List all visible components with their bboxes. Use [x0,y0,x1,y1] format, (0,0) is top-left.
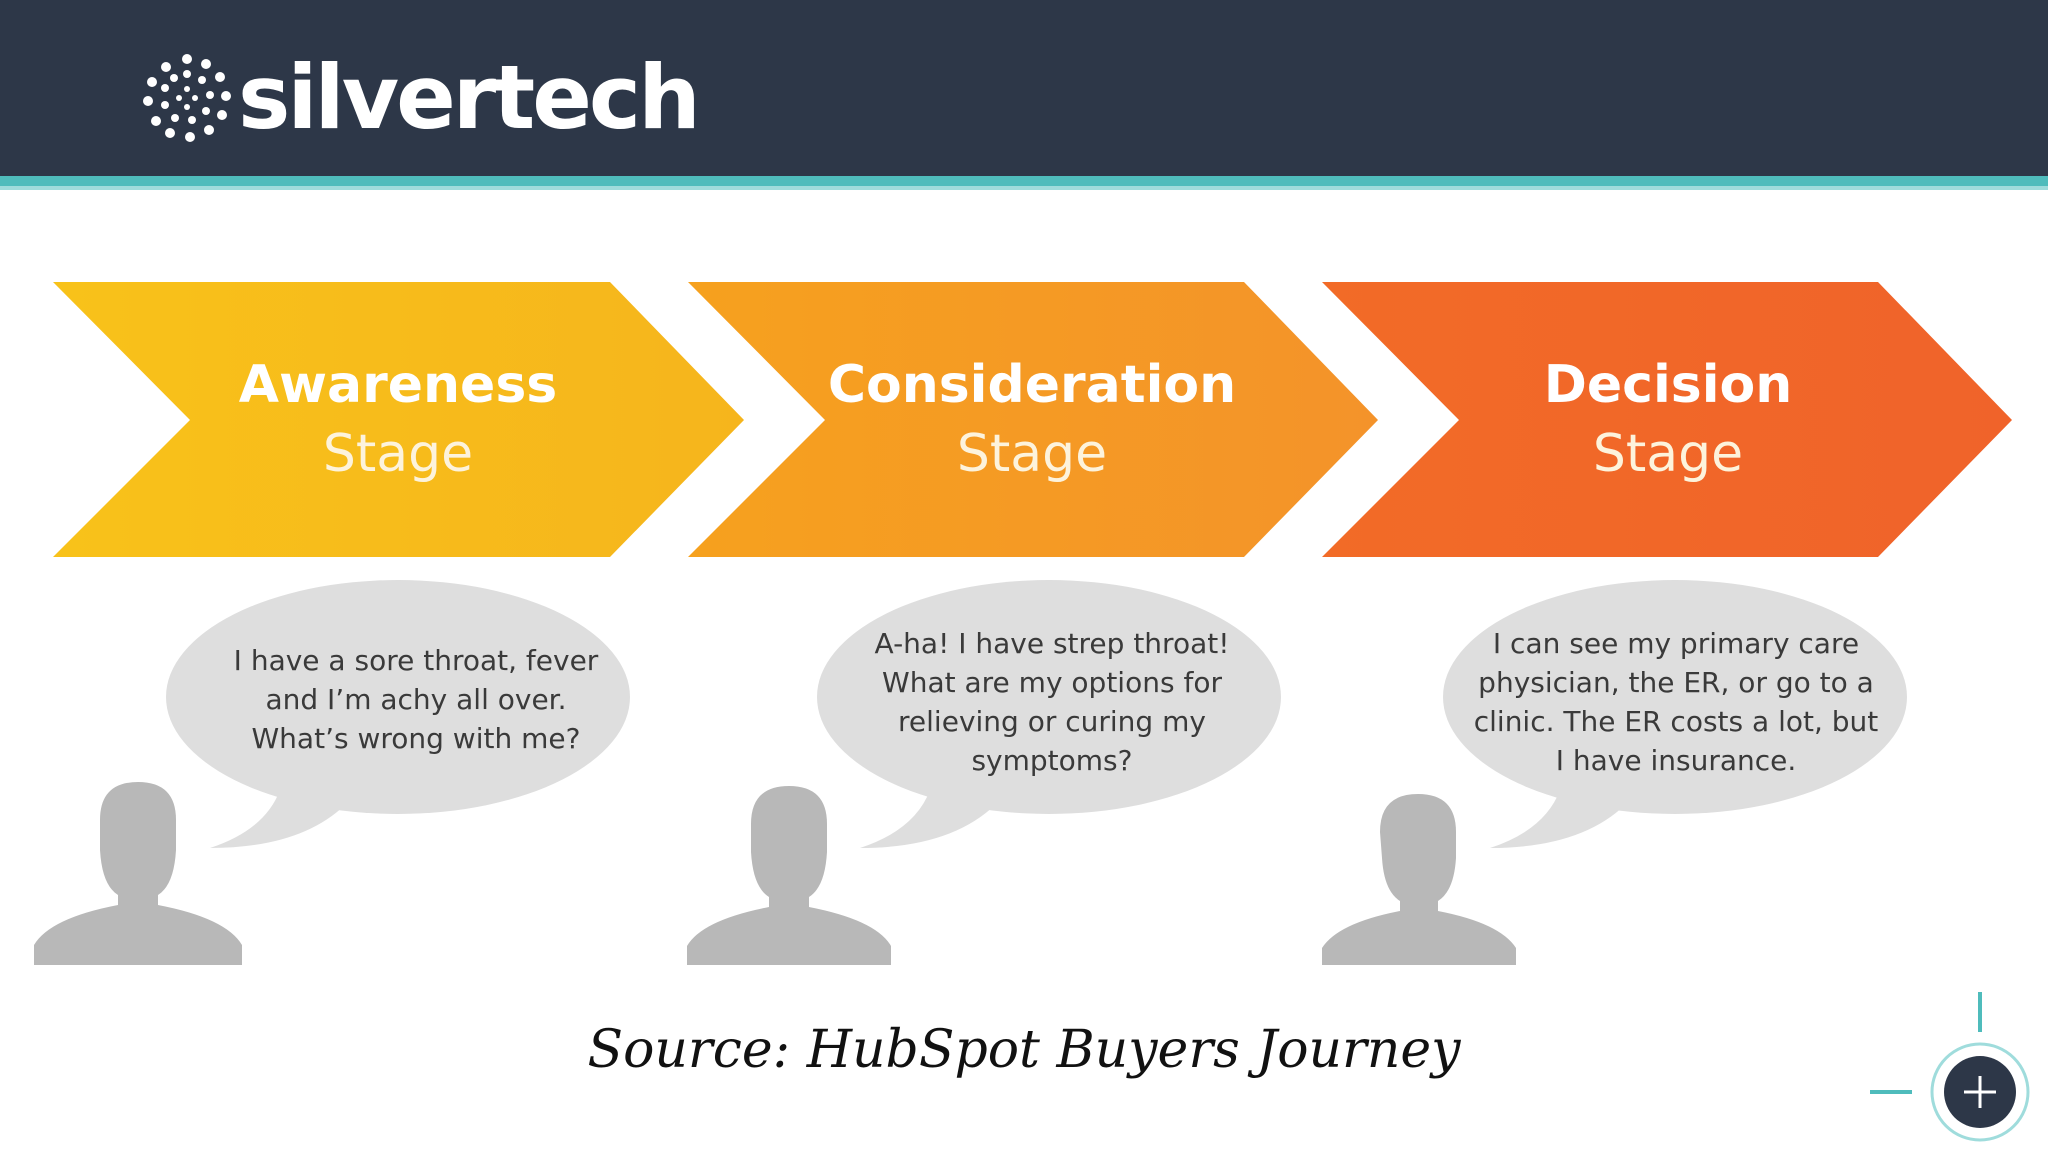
consideration-quote: A-ha! I have strep throat! What are my o… [874,627,1230,777]
decision-chevron [1322,282,2012,557]
person-icon-decision [1322,794,1516,965]
stage-title: Consideration [827,355,1237,415]
awareness-stage-label: Awareness Stage [138,352,658,490]
source-caption: Source: HubSpot Buyers Journey [587,1020,1461,1080]
decision-stage-label: Decision Stage [1408,352,1928,490]
stage-subtitle: Stage [1592,424,1744,484]
decision-quote: I can see my primary care physician, the… [1473,627,1879,777]
awareness-chevron [53,282,744,557]
logo-text: silvertech [238,46,701,149]
silvertech-logo: silvertech [142,46,701,149]
stage-title: Awareness [238,355,558,415]
header-stripe-highlight [0,186,2048,190]
stage-subtitle: Stage [956,424,1108,484]
person-icon-awareness [34,782,242,965]
awareness-quote: I have a sore throat, fever and I’m achy… [233,644,599,755]
person-icon-consideration [687,786,891,965]
add-slide-widget[interactable] [1860,980,2048,1152]
consideration-stage-label: Consideration Stage [772,352,1292,490]
header-bar [0,0,2048,176]
plus-icon [1964,1076,1996,1108]
stage-subtitle: Stage [322,424,474,484]
consideration-chevron [688,282,1378,557]
stage-title: Decision [1543,355,1793,415]
logo-dots-icon [143,54,231,142]
